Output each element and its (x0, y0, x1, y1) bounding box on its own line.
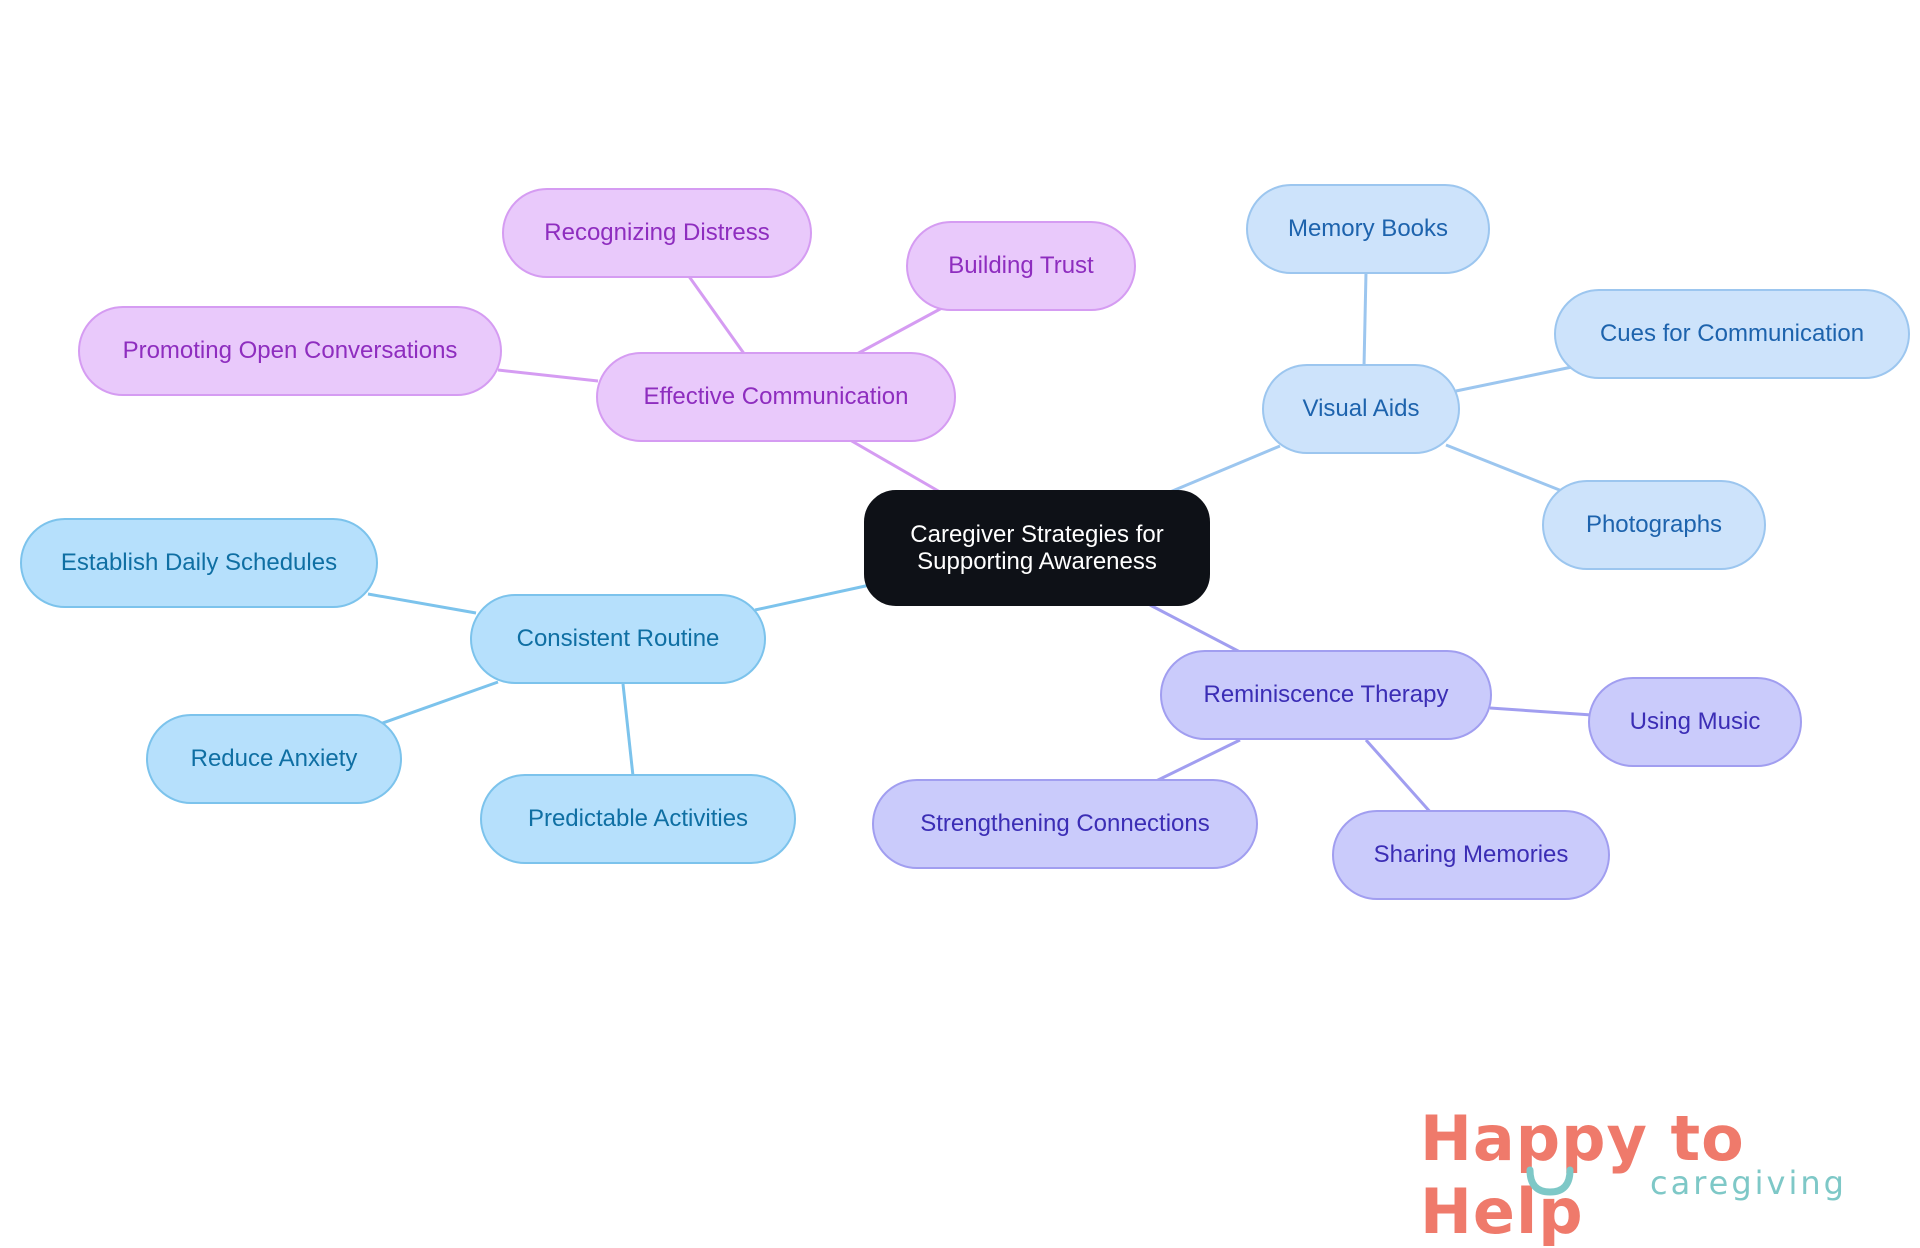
node-label: Using Music (1629, 708, 1761, 735)
root-label-line2: Supporting Awareness (917, 548, 1157, 575)
edge-root-reminiscence (1149, 603, 1241, 654)
node-photographs: Photographs (1542, 480, 1766, 570)
edge-routine-anxiety (379, 680, 499, 726)
node-using-music: Using Music (1588, 677, 1802, 767)
root-node: Caregiver Strategies for Supporting Awar… (864, 490, 1210, 606)
edge-communication-trust (854, 306, 943, 357)
edge-communication-open (497, 368, 599, 383)
node-building-trust: Building Trust (906, 221, 1136, 311)
node-recognizing-distress: Recognizing Distress (502, 188, 812, 278)
edge-routine-predictable (621, 683, 635, 777)
node-label: Promoting Open Conversations (122, 337, 458, 364)
node-label: Cues for Communication (1599, 320, 1865, 347)
root-label-line1: Caregiver Strategies for (910, 521, 1164, 548)
node-label: Sharing Memories (1373, 841, 1569, 868)
node-label: Memory Books (1287, 215, 1449, 242)
node-strengthening-connections: Strengthening Connections (872, 779, 1258, 869)
edge-communication-distress (686, 274, 747, 356)
node-label: Consistent Routine (516, 625, 720, 652)
edge-routine-schedules (367, 592, 477, 615)
edge-reminiscence-memories (1364, 739, 1434, 815)
edge-root-communication (849, 438, 941, 494)
edge-visual-cues (1455, 365, 1573, 393)
node-label: Recognizing Distress (544, 219, 770, 246)
node-consistent-routine: Consistent Routine (470, 594, 766, 684)
node-label: Predictable Activities (527, 805, 749, 832)
node-predictable-activities: Predictable Activities (480, 774, 796, 864)
node-label: Building Trust (948, 252, 1094, 279)
node-sharing-memories: Sharing Memories (1332, 810, 1610, 900)
node-label: Effective Communication (643, 383, 909, 410)
edge-root-routine (754, 583, 871, 612)
node-establish-daily-schedules: Establish Daily Schedules (20, 518, 378, 608)
node-reduce-anxiety: Reduce Anxiety (146, 714, 402, 804)
node-reminiscence-therapy: Reminiscence Therapy (1160, 650, 1492, 740)
happy-to-help-logo: Happy to Help caregiving (1420, 1102, 1890, 1248)
node-label: Reminiscence Therapy (1203, 681, 1449, 708)
node-label: Visual Aids (1302, 395, 1420, 422)
node-label: Reduce Anxiety (190, 745, 358, 772)
connector-lines (367, 271, 1593, 815)
logo-tagline: caregiving (1650, 1164, 1847, 1202)
edge-reminiscence-music (1489, 706, 1593, 717)
node-label: Strengthening Connections (920, 810, 1210, 837)
edge-reminiscence-connections (1153, 738, 1241, 784)
edge-visual-memory (1362, 271, 1368, 368)
node-memory-books: Memory Books (1246, 184, 1490, 274)
node-label: Photographs (1585, 511, 1723, 538)
node-label: Establish Daily Schedules (60, 549, 338, 576)
edge-root-visual-aids (1169, 444, 1281, 494)
node-visual-aids: Visual Aids (1262, 364, 1460, 454)
smile-icon (1526, 1166, 1574, 1196)
edge-visual-photos (1445, 443, 1563, 493)
mind-map: Caregiver Strategies for Supporting Awar… (20, 184, 1910, 1248)
node-promoting-open-conversations: Promoting Open Conversations (78, 306, 502, 396)
node-cues-for-communication: Cues for Communication (1554, 289, 1910, 379)
node-effective-communication: Effective Communication (596, 352, 956, 442)
